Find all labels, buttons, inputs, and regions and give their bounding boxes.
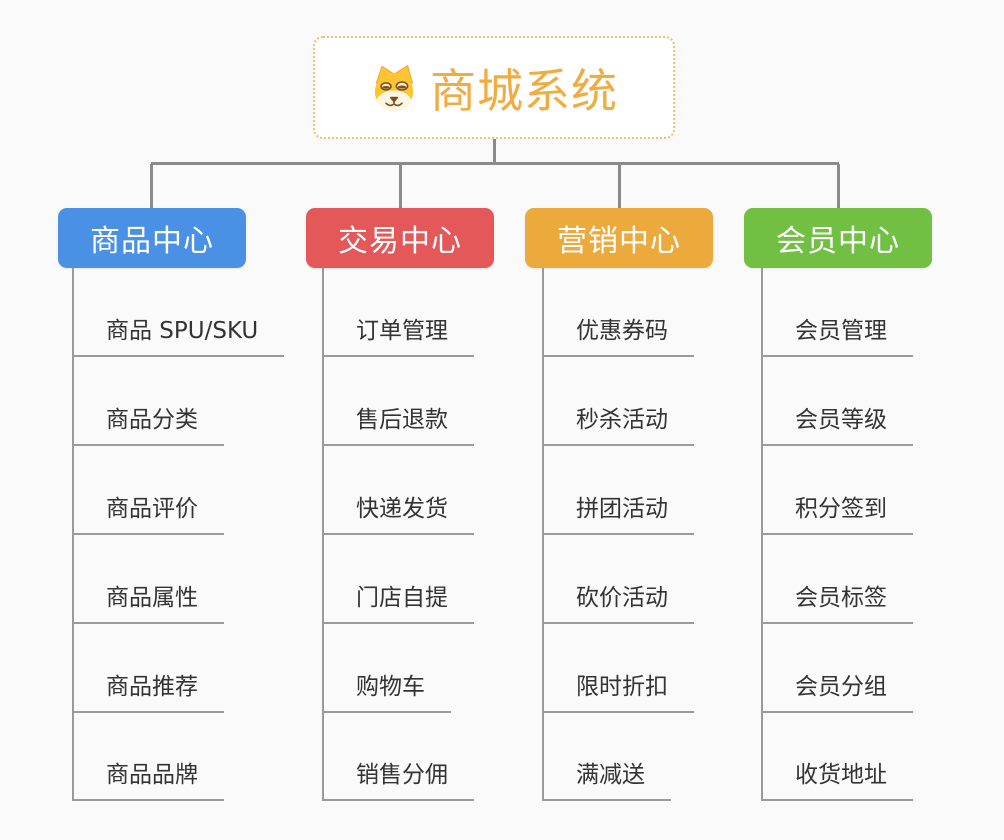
leaf-item[interactable]: 商品属性 <box>72 582 224 624</box>
leaf-item[interactable]: 商品 SPU/SKU <box>72 315 285 357</box>
leaf-item[interactable]: 会员分组 <box>761 671 913 713</box>
leaf-item[interactable]: 拼团活动 <box>542 493 694 535</box>
leaf-item[interactable]: 商品分类 <box>72 404 224 446</box>
leaf-item[interactable]: 限时折扣 <box>542 671 694 713</box>
root-node[interactable]: 商城系统 <box>313 36 675 139</box>
branch-node-product-center[interactable]: 商品中心 <box>58 208 246 268</box>
leaf-item[interactable]: 销售分佣 <box>322 759 474 801</box>
connector-root-stem <box>493 139 496 163</box>
branch-node-member-center[interactable]: 会员中心 <box>744 208 932 268</box>
leaf-item[interactable]: 积分签到 <box>761 493 913 535</box>
root-label: 商城系统 <box>430 63 618 118</box>
leaf-item[interactable]: 购物车 <box>322 671 451 713</box>
leaf-item[interactable]: 会员等级 <box>761 404 913 446</box>
leaf-item[interactable]: 商品品牌 <box>72 759 224 801</box>
leaf-item[interactable]: 订单管理 <box>322 315 474 357</box>
leaf-item[interactable]: 会员管理 <box>761 315 913 357</box>
leaf-item[interactable]: 商品评价 <box>72 493 224 535</box>
leaf-item[interactable]: 秒杀活动 <box>542 404 694 446</box>
connector-drop-product <box>150 164 153 208</box>
connector-drop-marketing <box>618 164 621 208</box>
leaf-item[interactable]: 收货地址 <box>761 759 913 801</box>
branch-node-marketing-center[interactable]: 营销中心 <box>525 208 713 268</box>
leaf-item[interactable]: 快递发货 <box>322 493 474 535</box>
leaf-item[interactable]: 门店自提 <box>322 582 474 624</box>
leaf-item[interactable]: 满减送 <box>542 759 671 801</box>
doge-icon <box>374 64 414 111</box>
branch-node-trade-center[interactable]: 交易中心 <box>306 208 494 268</box>
leaf-item[interactable]: 售后退款 <box>322 404 474 446</box>
leaf-item[interactable]: 砍价活动 <box>542 582 694 624</box>
connector-main-rail <box>151 162 839 165</box>
leaf-item[interactable]: 商品推荐 <box>72 671 224 713</box>
connector-drop-member <box>837 164 840 208</box>
connector-drop-trade <box>399 164 402 208</box>
leaf-item[interactable]: 优惠券码 <box>542 315 694 357</box>
leaf-item[interactable]: 会员标签 <box>761 582 913 624</box>
